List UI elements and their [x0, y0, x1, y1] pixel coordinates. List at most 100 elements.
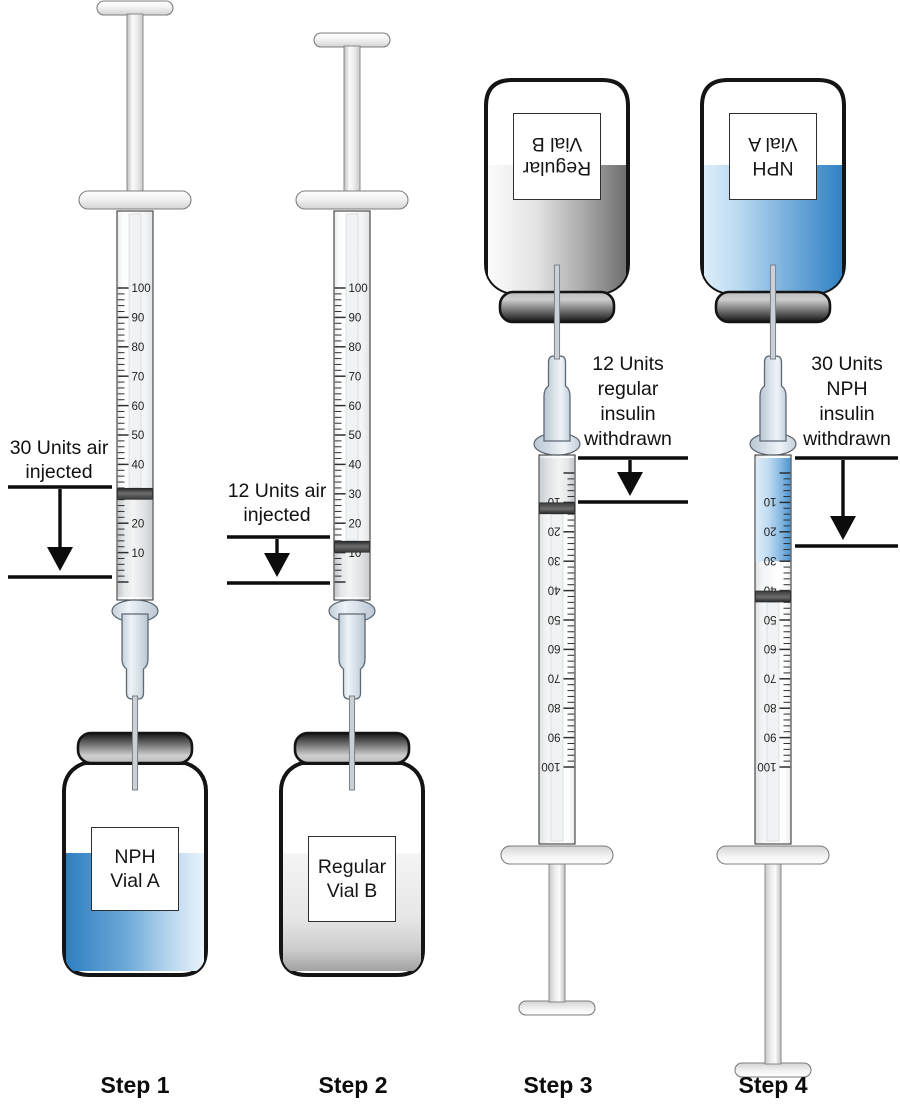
step-4-annotation-lines — [795, 456, 898, 548]
step-3-caption: Step 3 — [523, 1072, 593, 1098]
scale-label: 90 — [548, 730, 561, 742]
scale-label: 60 — [764, 642, 777, 654]
annotation-line: 30 Units air — [9, 437, 109, 459]
barrel-flange — [78, 190, 192, 210]
scale-label: 50 — [132, 430, 145, 442]
step-2-caption: Step 2 — [318, 1072, 388, 1098]
vial-label-regular-b: Regular Vial B — [308, 836, 396, 922]
scale-label: 100 — [132, 283, 151, 295]
plunger-rod-inside-barrel — [128, 213, 142, 489]
annotation-line: 12 Units air — [227, 480, 327, 502]
scale-label: 30 — [548, 554, 561, 566]
scale-label: 50 — [349, 430, 362, 442]
plunger-rod — [764, 863, 782, 1065]
step-1-caption: Step 1 — [100, 1072, 170, 1098]
scale-label: 10 — [764, 495, 777, 507]
scale-label: 20 — [764, 525, 777, 537]
vial-label-line: Regular — [522, 157, 592, 180]
plunger-stopper — [755, 590, 791, 603]
scale-label: 50 — [548, 613, 561, 625]
vial-label-line: Vial A — [748, 133, 798, 156]
annotation-line: injected — [243, 504, 311, 526]
plunger-stopper — [334, 540, 370, 553]
scale-label: 20 — [132, 518, 145, 530]
scale-label: 40 — [548, 583, 561, 595]
scale-label: 70 — [548, 672, 561, 684]
annotation-line: insulin — [819, 403, 875, 425]
scale-label: 70 — [132, 371, 145, 383]
vial-label-line: NPH — [114, 846, 156, 868]
plunger-rod-inside-barrel — [766, 602, 780, 842]
plunger-rod — [548, 863, 566, 1003]
scale-label: 100 — [757, 760, 776, 772]
arrow-head-icon — [47, 547, 73, 571]
step-4-caption: Step 4 — [738, 1072, 808, 1098]
vial-label-regular-b-inverted: Regular Vial B — [513, 113, 601, 200]
annotation-line: withdrawn — [803, 428, 891, 450]
annotation-line: withdrawn — [584, 428, 672, 450]
barrel-flange — [295, 190, 409, 210]
arrow-head-icon — [264, 553, 290, 577]
annotation-line: NPH — [826, 378, 868, 400]
plunger-thumb-rest — [518, 1000, 596, 1016]
step-1-annotation-lines — [8, 485, 112, 579]
scale-label: 40 — [132, 460, 145, 472]
vial-label-nph-a-inverted: NPH Vial A — [729, 113, 817, 200]
scale-label: 80 — [548, 701, 561, 713]
plunger-stopper — [539, 502, 575, 515]
vial-label-line: Vial B — [531, 133, 583, 156]
scale-label: 90 — [132, 313, 145, 325]
step-3-annotation-lines — [578, 456, 688, 504]
needle — [131, 695, 139, 791]
vial-label-line: Vial B — [326, 880, 378, 902]
needle-hub — [759, 355, 787, 442]
scale-label: 30 — [349, 489, 362, 501]
scale-label: 10 — [132, 548, 145, 560]
step-2-annotation-lines — [227, 535, 330, 585]
annotation-line: 30 Units — [811, 353, 883, 375]
scale-label: 70 — [349, 371, 362, 383]
barrel-flange — [500, 845, 614, 865]
plunger-rod-inside-barrel — [345, 213, 359, 542]
plunger-stopper — [117, 487, 153, 500]
scale-label: 60 — [132, 401, 145, 413]
plunger-rod-inside-barrel — [550, 513, 564, 842]
needle-hub — [543, 355, 571, 442]
scale-label: 40 — [349, 460, 362, 472]
annotation-line: injected — [25, 461, 93, 483]
annotation-line: 12 Units — [592, 353, 664, 375]
vial-label-line: Regular — [317, 856, 387, 878]
needle-hub — [338, 613, 366, 700]
scale-label: 90 — [764, 730, 777, 742]
scale-label: 60 — [548, 642, 561, 654]
scale-label: 30 — [764, 554, 777, 566]
scale-label: 80 — [764, 701, 777, 713]
step-4-annotation-text: 30 Units NPH insulin withdrawn — [790, 352, 900, 452]
annotation-line: regular — [597, 378, 659, 400]
scale-label: 20 — [349, 518, 362, 530]
scale-label: 100 — [541, 760, 560, 772]
scale-label: 50 — [764, 613, 777, 625]
scale-label: 80 — [349, 342, 362, 354]
needle — [769, 264, 777, 360]
vial-label-nph-a: NPH Vial A — [91, 827, 179, 911]
annotation-line: insulin — [600, 403, 656, 425]
scale-label: 90 — [349, 313, 362, 325]
needle-hub — [121, 613, 149, 700]
barrel-content-fill — [334, 546, 370, 597]
scale-label: 70 — [764, 672, 777, 684]
scale-label: 60 — [349, 401, 362, 413]
needle — [348, 695, 356, 791]
scale-label: 20 — [548, 525, 561, 537]
plunger-thumb-rest — [96, 0, 174, 16]
step-3-annotation-text: 12 Units regular insulin withdrawn — [571, 352, 685, 452]
needle — [553, 264, 561, 360]
step-1-annotation-text: 30 Units air injected — [2, 436, 116, 484]
plunger-rod — [126, 13, 144, 192]
vial-label-line: NPH — [752, 157, 794, 180]
vial-label-line: Vial A — [110, 870, 160, 892]
